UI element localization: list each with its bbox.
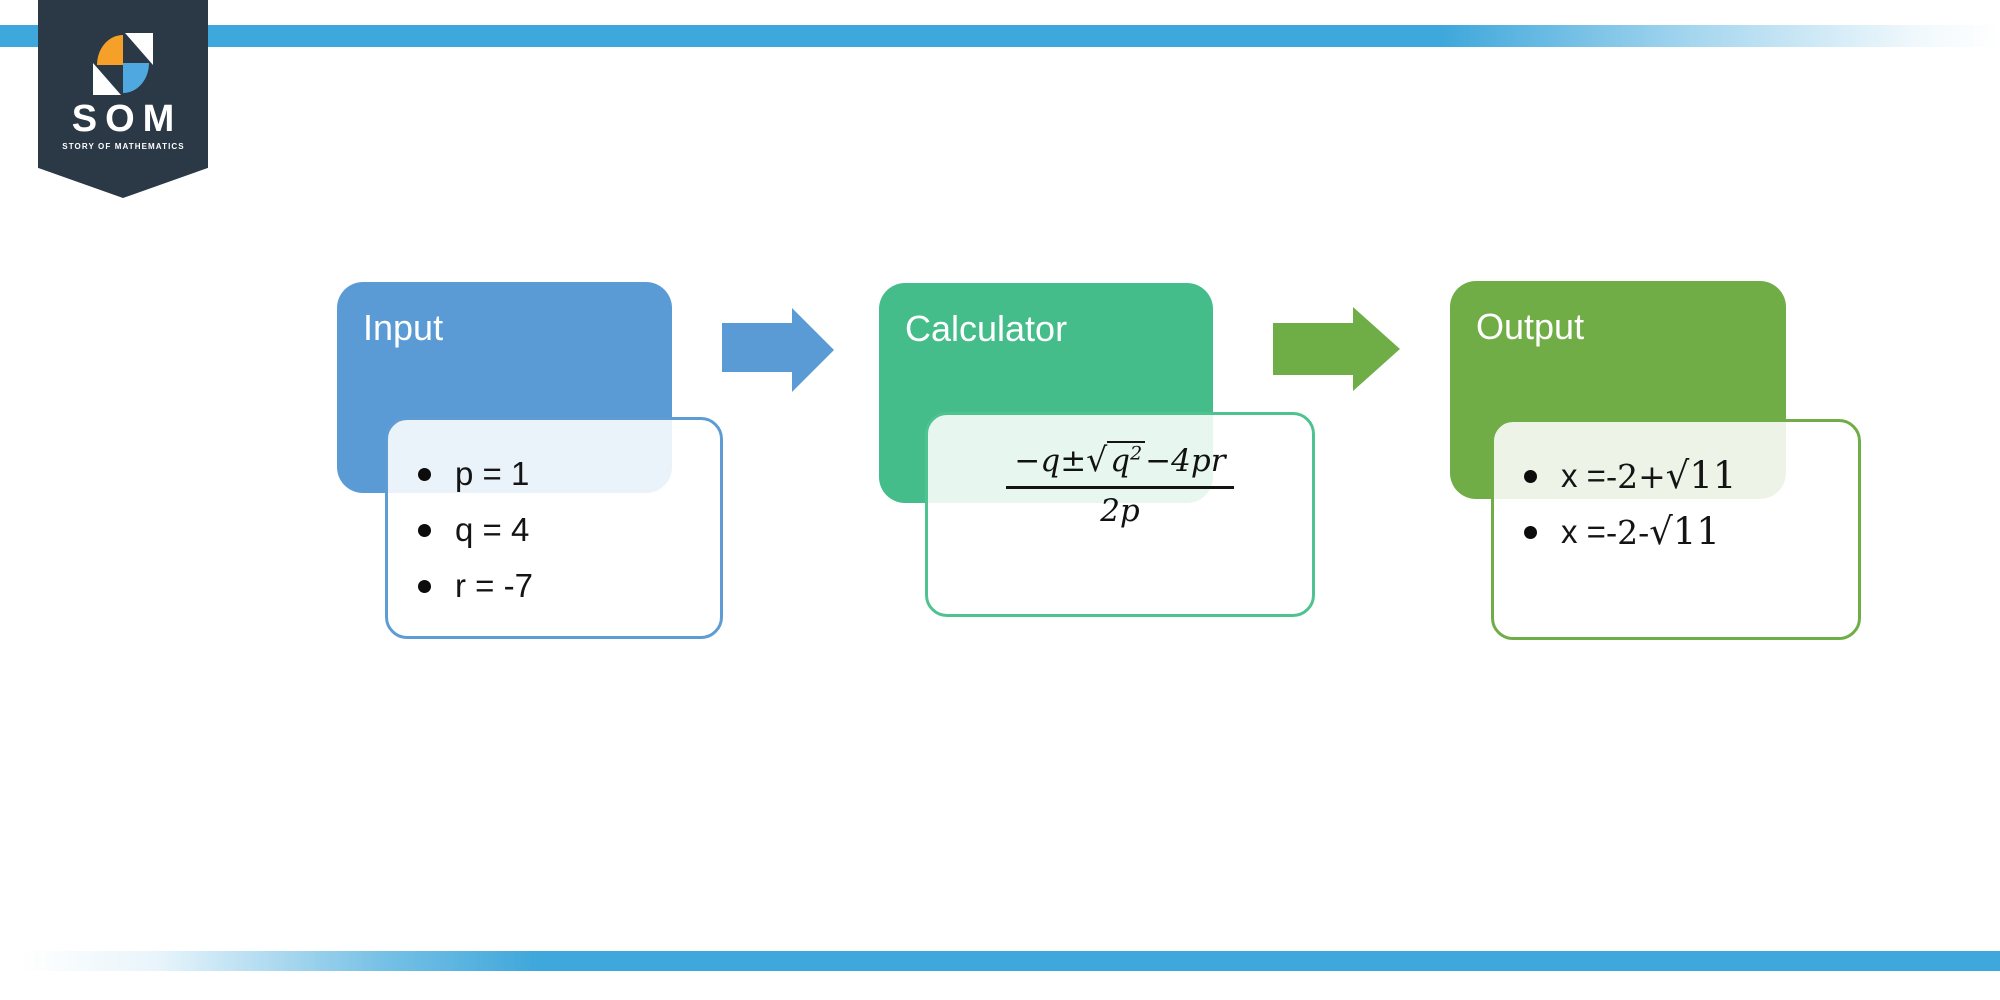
- list-item: r = -7: [418, 558, 720, 614]
- output-root-2-value: -2-: [1605, 512, 1650, 552]
- input-values-list: p = 1 q = 4 r = -7: [388, 420, 720, 614]
- output-root-1-radical: √11: [1665, 453, 1737, 497]
- output-root-2-radical: √11: [1649, 509, 1720, 553]
- output-values-list: x = -2+√11 x = -2-√11: [1494, 422, 1858, 560]
- input-values-card: p = 1 q = 4 r = -7: [385, 417, 723, 639]
- bullet-icon: [418, 579, 431, 593]
- formula-radicand: q2: [1107, 441, 1146, 479]
- input-value-q: q = 4: [455, 511, 530, 548]
- quadratic-formula: −q±√q2−4pr 2p: [928, 415, 1312, 531]
- calculator-formula-card: −q±√q2−4pr 2p: [925, 412, 1315, 617]
- formula-radicand-base: q: [1110, 443, 1131, 479]
- calculator-step-title: Calculator: [905, 308, 1068, 349]
- right-arrow-icon-calculator-to-output: [1273, 307, 1400, 391]
- list-item: x = -2-√11: [1524, 504, 1858, 560]
- bullet-icon: [418, 467, 431, 481]
- input-step-title: Input: [363, 307, 444, 348]
- formula-radicand-exponent: 2: [1130, 442, 1143, 465]
- som-logo-banner: SOM STORY OF MATHEMATICS: [38, 0, 208, 198]
- list-item: x = -2+√11: [1524, 448, 1858, 504]
- formula-denominator: 2p: [1100, 492, 1140, 529]
- som-pinwheel-icon: [93, 33, 153, 95]
- list-item: p = 1: [418, 446, 720, 502]
- som-logo-text: SOM: [71, 98, 183, 140]
- quadratic-formula-fraction: −q±√q2−4pr 2p: [1006, 439, 1234, 531]
- output-root-1-lhs: x =: [1561, 457, 1606, 494]
- output-values-card: x = -2+√11 x = -2-√11: [1491, 419, 1861, 640]
- formula-numerator: −q±√q2−4pr: [1006, 439, 1234, 489]
- output-root-2-lhs: x =: [1561, 513, 1606, 550]
- bottom-accent-bar: [0, 951, 2000, 971]
- input-value-p: p = 1: [455, 455, 530, 492]
- list-item: q = 4: [418, 502, 720, 558]
- output-step-title: Output: [1476, 306, 1585, 347]
- bullet-icon: [1524, 469, 1537, 483]
- bullet-icon: [1524, 525, 1537, 539]
- bullet-icon: [418, 523, 431, 537]
- formula-numerator-suffix: −4pr: [1145, 443, 1226, 479]
- output-root-1-value: -2+: [1605, 456, 1666, 496]
- radical-sign: √: [1086, 440, 1108, 479]
- som-logo-tagline: STORY OF MATHEMATICS: [62, 142, 185, 151]
- right-arrow-icon-input-to-calculator: [722, 308, 834, 392]
- input-value-r: r = -7: [455, 567, 533, 604]
- top-accent-bar: [0, 25, 2000, 47]
- formula-numerator-prefix: −q±: [1014, 443, 1087, 479]
